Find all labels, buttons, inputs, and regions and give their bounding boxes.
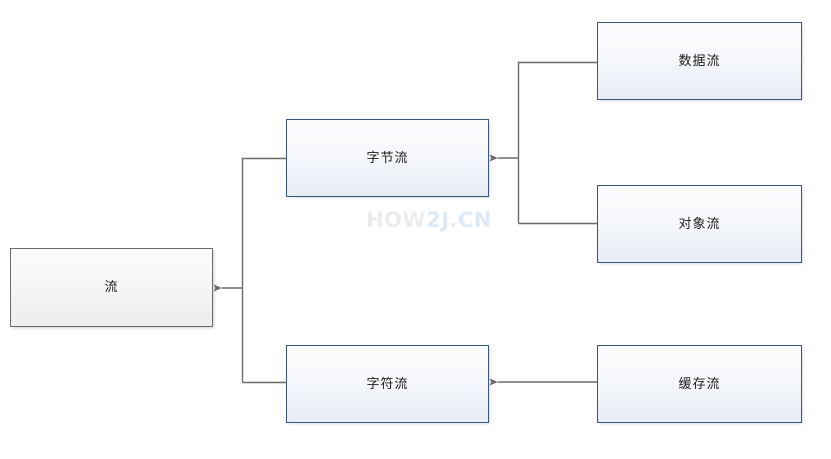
node-object-stream[interactable]: 对象流 xyxy=(597,185,802,263)
node-char-stream[interactable]: 字符流 xyxy=(286,345,489,423)
watermark-part-2j: 2J xyxy=(426,208,450,232)
node-byte-stream-label: 字节流 xyxy=(366,150,409,166)
watermark-how2j: HOW2J.CN xyxy=(366,208,492,232)
watermark-part-cn: CN xyxy=(458,208,493,232)
node-object-stream-label: 对象流 xyxy=(678,216,721,232)
edge-data-to-byte xyxy=(517,61,597,224)
node-buffer-stream-label: 缓存流 xyxy=(678,376,721,392)
node-data-stream[interactable]: 数据流 xyxy=(597,22,802,100)
watermark-part-how: HOW xyxy=(366,208,427,232)
edge-byte-to-stream xyxy=(241,157,286,383)
node-stream-label: 流 xyxy=(104,280,119,295)
node-char-stream-label: 字符流 xyxy=(366,376,409,392)
node-byte-stream[interactable]: 字节流 xyxy=(286,119,489,197)
node-stream[interactable]: 流 xyxy=(10,248,213,327)
node-data-stream-label: 数据流 xyxy=(678,53,721,69)
node-buffer-stream[interactable]: 缓存流 xyxy=(597,345,802,423)
watermark-part-dot: . xyxy=(449,208,459,232)
